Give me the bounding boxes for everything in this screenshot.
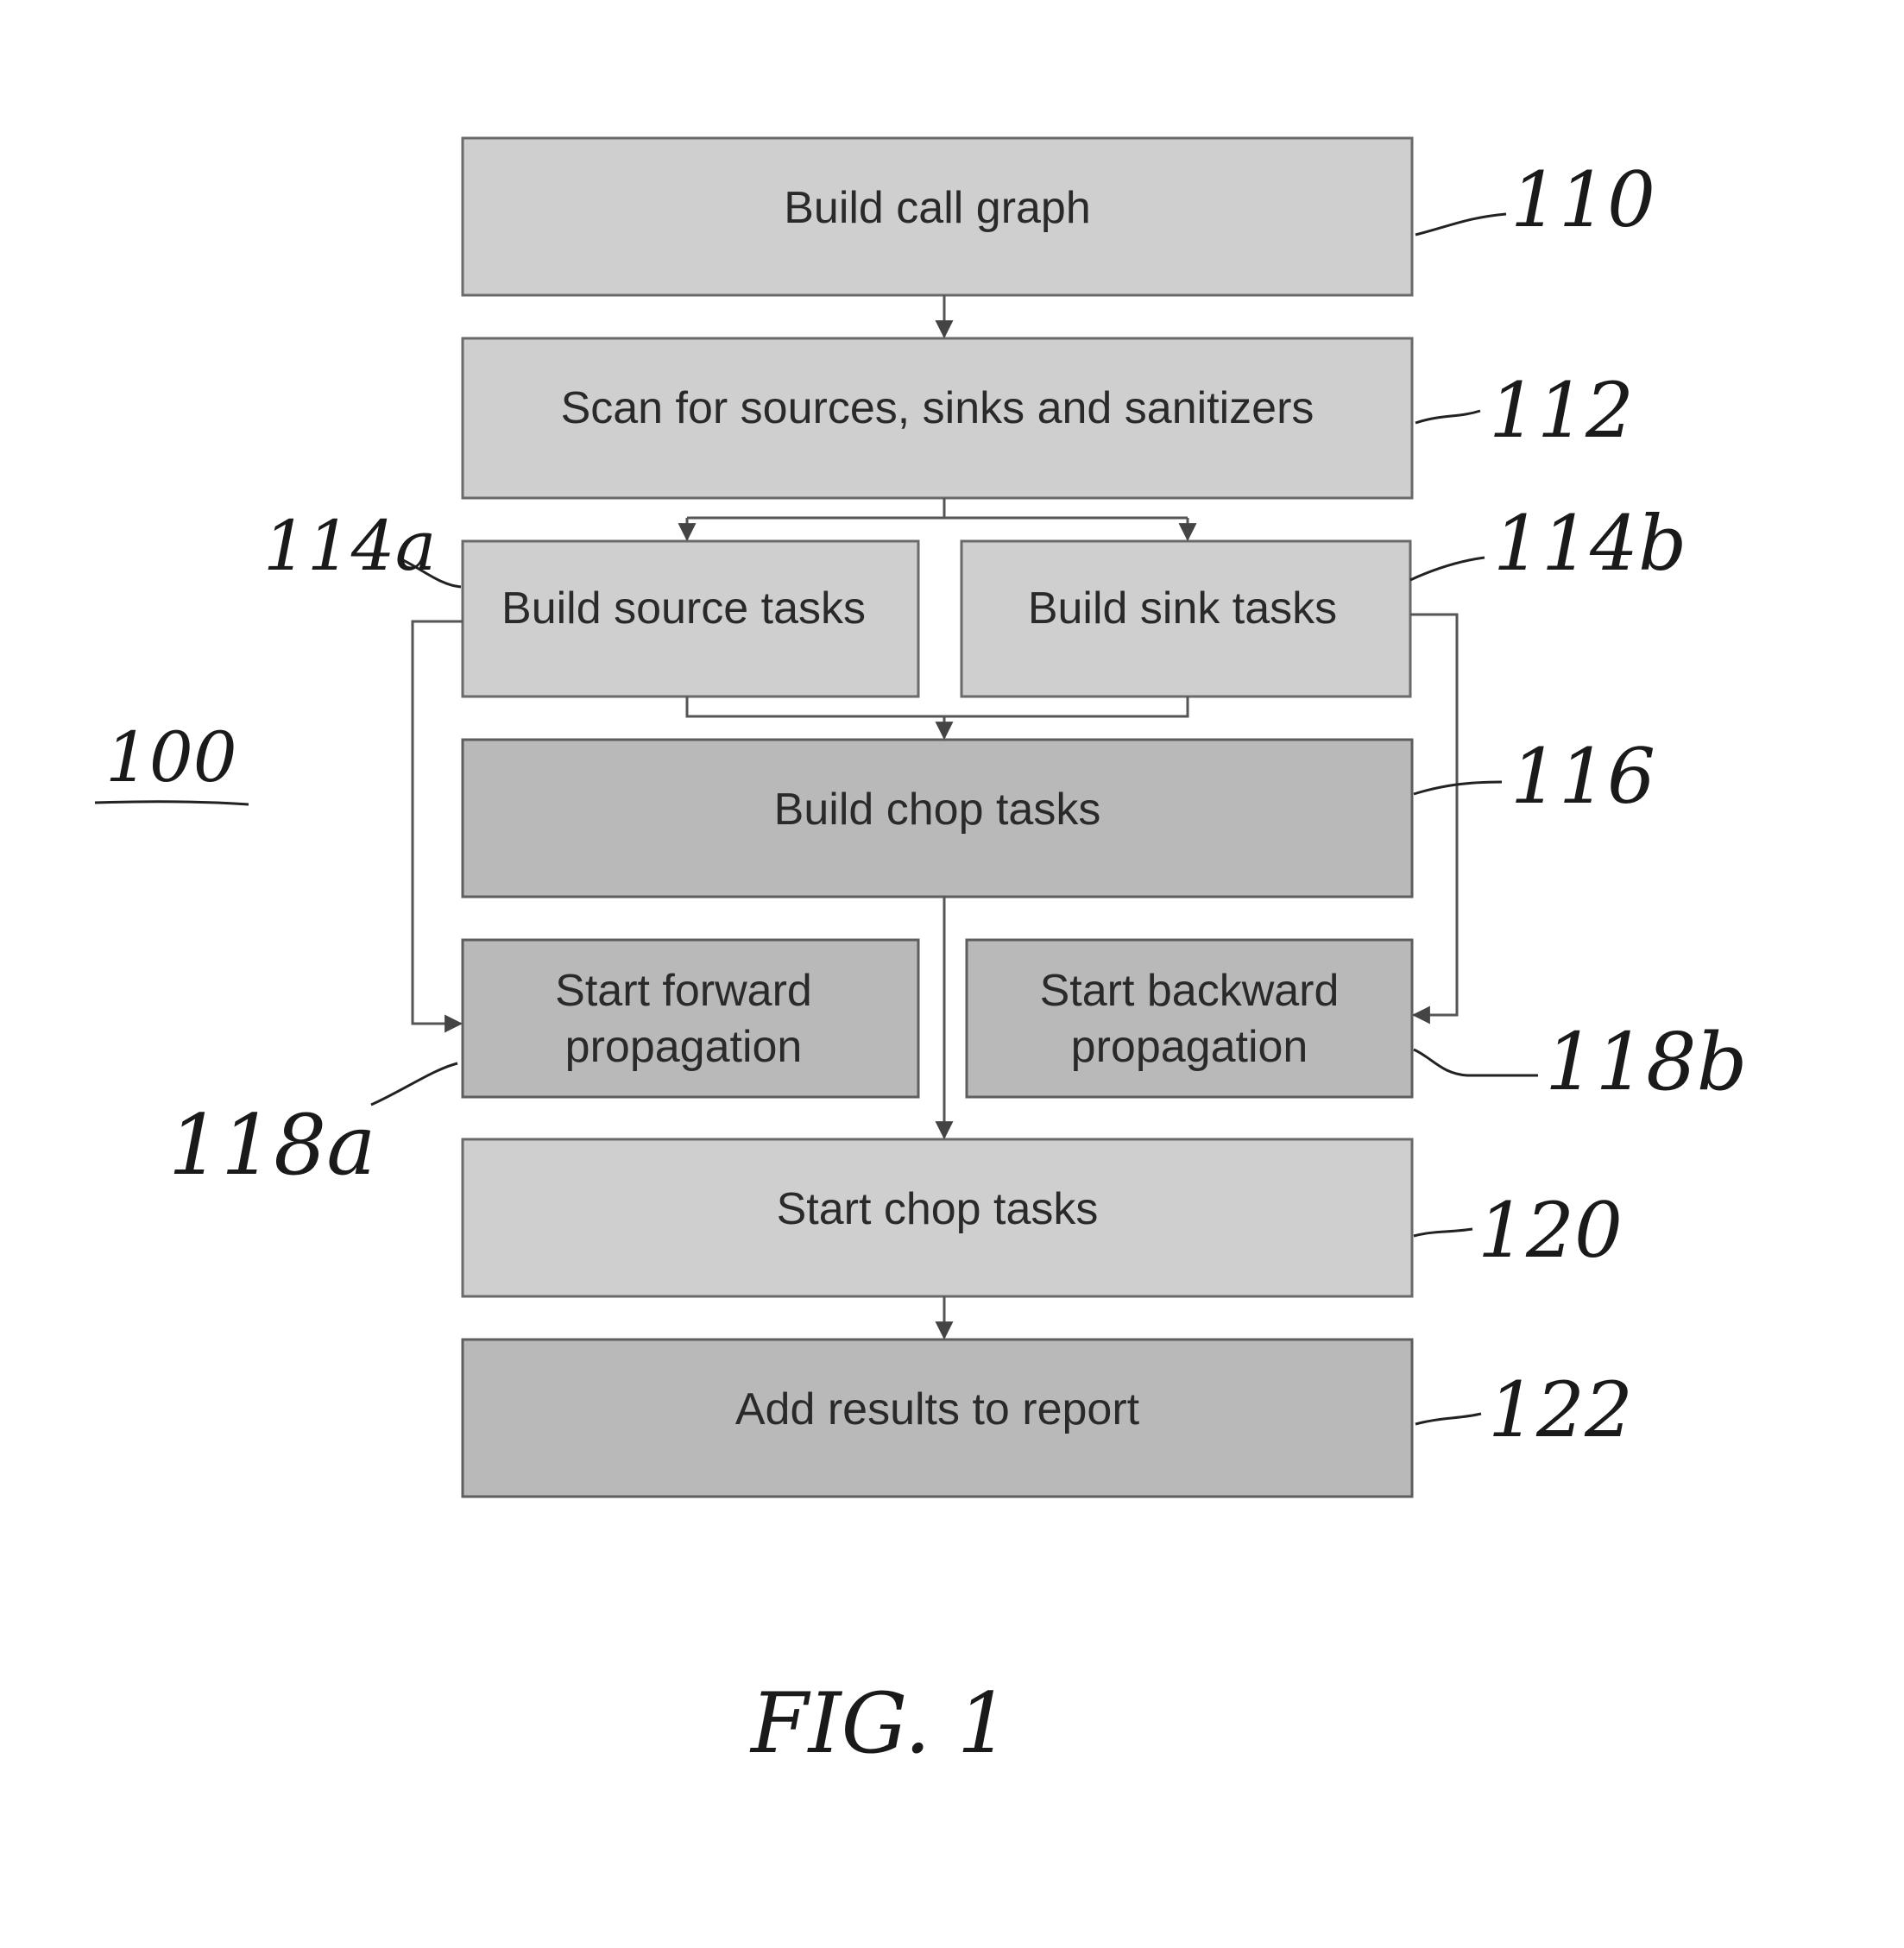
arrow-114b-to-118b <box>1410 615 1457 1015</box>
step-build-source-tasks-label: Build source tasks <box>501 583 866 634</box>
step-start-backward-propagation: Start backward propagation <box>967 940 1412 1097</box>
step-scan-label: Scan for sources, sinks and sanitizers <box>561 383 1315 433</box>
step-start-chop-tasks-label: Start chop tasks <box>777 1184 1099 1234</box>
step-start-chop-tasks: Start chop tasks <box>463 1139 1412 1296</box>
ref-118a: 118a <box>168 1097 375 1194</box>
arrow-114a-to-118a <box>413 621 463 1024</box>
step-build-chop-tasks: Build chop tasks <box>463 740 1412 897</box>
leader-118b <box>1414 1050 1538 1075</box>
ref-112: 112 <box>1489 366 1634 455</box>
underline-100 <box>95 802 249 804</box>
step-build-sink-tasks-label: Build sink tasks <box>1028 583 1337 634</box>
leader-120 <box>1414 1229 1472 1236</box>
ref-120: 120 <box>1478 1186 1623 1275</box>
step-start-backward-line1: Start backward <box>1040 966 1340 1016</box>
step-start-forward-line2: propagation <box>565 1022 803 1072</box>
step-build-chop-tasks-label: Build chop tasks <box>774 785 1101 835</box>
step-build-call-graph-label: Build call graph <box>784 183 1091 233</box>
ref-118b: 118b <box>1545 1016 1748 1108</box>
step-scan: Scan for sources, sinks and sanitizers <box>463 338 1412 498</box>
leader-122 <box>1415 1414 1481 1424</box>
ref-116: 116 <box>1510 732 1655 821</box>
figure-label: FIG. 1 <box>749 1675 1010 1772</box>
ref-114a: 114a <box>263 506 436 586</box>
step-start-forward-propagation: Start forward propagation <box>463 940 918 1097</box>
ref-122: 122 <box>1488 1365 1633 1454</box>
ref-100: 100 <box>105 717 237 797</box>
step-build-sink-tasks: Build sink tasks <box>961 541 1410 697</box>
leader-118a <box>371 1063 457 1105</box>
leader-112 <box>1415 411 1480 423</box>
ref-110: 110 <box>1510 155 1655 244</box>
ref-114b: 114b <box>1493 499 1686 588</box>
step-start-forward-line1: Start forward <box>555 966 812 1016</box>
leader-114b <box>1410 558 1485 580</box>
step-start-backward-line2: propagation <box>1071 1022 1308 1072</box>
step-build-source-tasks: Build source tasks <box>463 541 918 697</box>
step-add-results-label: Add results to report <box>735 1384 1140 1434</box>
step-build-call-graph: Build call graph <box>463 138 1412 295</box>
join-114-bar <box>687 697 1188 716</box>
step-add-results: Add results to report <box>463 1340 1412 1497</box>
leader-110 <box>1415 214 1506 235</box>
